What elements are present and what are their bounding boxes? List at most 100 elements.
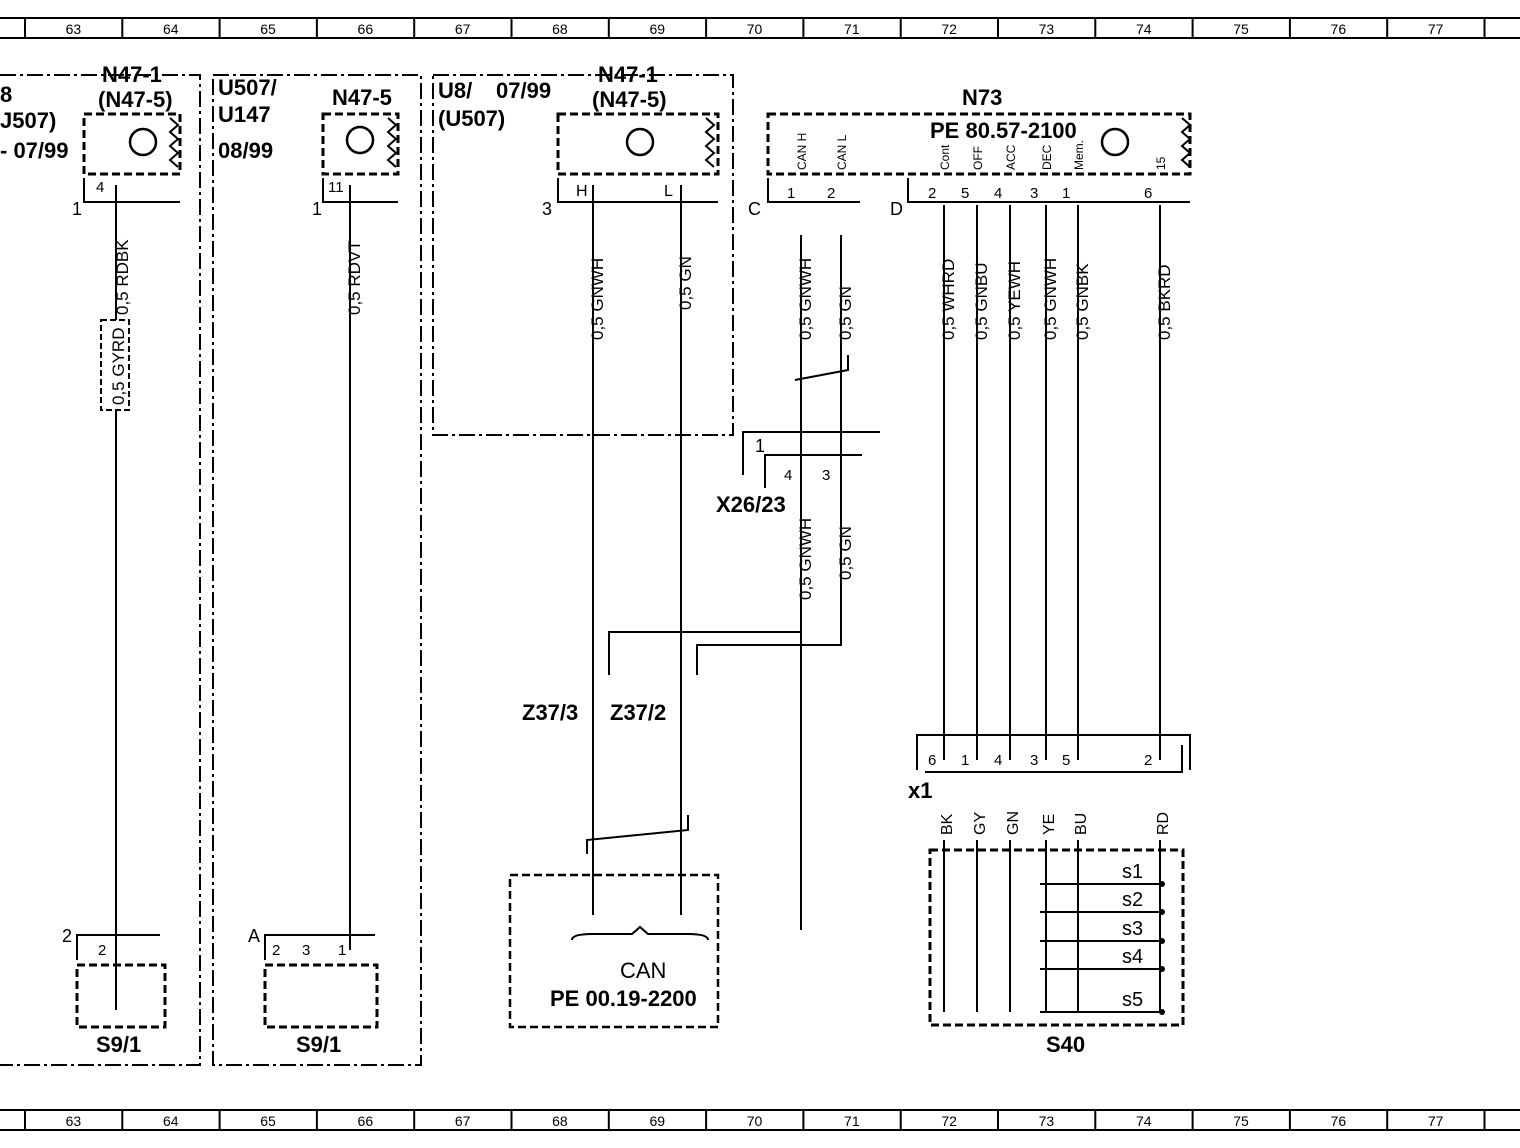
n47-1-title: N47-1 [102, 62, 162, 87]
s9-left-label: S9/1 [96, 1032, 141, 1057]
box-u507-n47-5 [212, 74, 422, 1066]
n73-title: N73 [962, 85, 1002, 110]
conn-c: C [748, 199, 761, 219]
n73-pin-num: 1 [787, 185, 795, 202]
can-title: CAN [620, 958, 666, 983]
s40-label: S40 [1046, 1032, 1085, 1057]
switch-node [1159, 1009, 1165, 1015]
conn-d: D [890, 199, 903, 219]
x1-pin-num: 4 [994, 752, 1002, 769]
switch-node [1159, 966, 1165, 972]
switch-label: s3 [1122, 918, 1143, 940]
n47-5-title: N47-5 [332, 85, 392, 110]
box-left-n47 [0, 74, 201, 1066]
n73-ref: PE 80.57-2100 [930, 118, 1077, 143]
s9-mid-conn: A [248, 926, 260, 946]
x1-label: x1 [908, 778, 932, 803]
grid-col-label: 72 [941, 1113, 957, 1129]
n73-wire-d: 0,5 GNBU [972, 263, 991, 340]
x26-conn: 1 [755, 436, 765, 456]
x1-wire-color: YE [1041, 814, 1058, 835]
grid-col-label: 64 [163, 1113, 179, 1129]
wire-rdvt: 0,5 RDVT [345, 240, 364, 315]
date-label: 08/99 [218, 138, 273, 163]
u507-label: U507/ [218, 75, 277, 100]
switch-node [1159, 881, 1165, 887]
z37-2-label: Z37/2 [610, 700, 666, 725]
n73-pin-num: 1 [1062, 185, 1070, 202]
x1-pin-num: 2 [1144, 752, 1152, 769]
n73-pin-label: 15 [1154, 156, 1168, 170]
cut-label-1: 8 [0, 82, 12, 107]
switch-label: s4 [1122, 946, 1143, 968]
x1-connector [916, 734, 1191, 773]
grid-col-label: 73 [1039, 21, 1055, 37]
n73-pin-label: ACC [1004, 144, 1018, 170]
grid-col-label: 74 [1136, 21, 1152, 37]
n73-pin-label: OFF [971, 146, 985, 170]
x1-wire-color: BU [1073, 813, 1090, 835]
grid-col-label: 69 [649, 1113, 665, 1129]
wire-gyrd: 0,5 GYRD [109, 328, 128, 405]
s9-mid-pin-b: 3 [302, 942, 310, 959]
pin-11: 11 [328, 179, 344, 196]
x1-pin-num: 3 [1030, 752, 1038, 769]
box-can-n47 [432, 74, 734, 915]
n73-wire-c: 0,5 GN [836, 286, 855, 340]
grid-col-label: 63 [66, 21, 82, 37]
s9-mid-label: S9/1 [296, 1032, 341, 1057]
n73-wire-d: 0,5 GNWH [1041, 258, 1060, 340]
cut-label-2: J507) [0, 108, 56, 133]
x1-wire-color: BK [939, 813, 956, 835]
wire-gnwh: 0,5 GNWH [588, 258, 607, 340]
grid-col-label: 77 [1428, 1113, 1444, 1129]
cut-label-3: - 07/99 [0, 138, 69, 163]
n73-pin-num: 4 [994, 185, 1002, 202]
x1-wire-color: RD [1155, 812, 1172, 835]
x26-label: X26/23 [716, 492, 786, 517]
s9-mid-pin-c: 1 [338, 942, 346, 959]
s9-left-conn: 2 [62, 926, 72, 946]
n73-wire-d: 0,5 GNBK [1073, 263, 1092, 340]
switch-node [1159, 909, 1165, 915]
n73-wire-d: 0,5 BKRD [1155, 264, 1174, 340]
grid-col-label: 71 [844, 1113, 860, 1129]
n47-5-title: (N47-5) [98, 87, 173, 112]
x26-connector [608, 235, 880, 930]
grid-col-label: 72 [941, 21, 957, 37]
grid-col-label: 71 [844, 21, 860, 37]
n73-pin-label: DEC [1040, 144, 1054, 170]
x26-pin-3: 3 [822, 467, 830, 484]
grid-col-label: 66 [358, 1113, 374, 1129]
x26-wire-gn: 0,5 GN [836, 526, 855, 580]
n73-pin-label: CAN H [795, 133, 809, 170]
n73-pin-num: 2 [827, 185, 835, 202]
grid-col-label: 75 [1233, 21, 1249, 37]
grid-col-label: 76 [1331, 1113, 1347, 1129]
x26-pin-4: 4 [784, 467, 792, 484]
x1-wire-color: GY [972, 812, 989, 835]
can-ref: PE 00.19-2200 [550, 986, 697, 1011]
n73-pin-label: Cont [938, 144, 952, 170]
x1-pin-num: 1 [961, 752, 969, 769]
grid-col-label: 74 [1136, 1113, 1152, 1129]
grid-col-label: 77 [1428, 21, 1444, 37]
n73-pin-num: 2 [928, 185, 936, 202]
grid-col-label: 67 [455, 21, 471, 37]
n73-wire-c: 0,5 GNWH [796, 258, 815, 340]
n73-pin-num: 3 [1030, 185, 1038, 202]
n47-1-title: N47-1 [598, 62, 658, 87]
conn-1: 1 [72, 199, 82, 219]
grid-col-label: 65 [260, 21, 276, 37]
wire-rdbk: 0,5 RDBK [113, 239, 132, 315]
grid-col-label: 73 [1039, 1113, 1055, 1129]
s9-left-pin: 2 [98, 942, 106, 959]
grid-col-label: 70 [747, 21, 763, 37]
date-label: 07/99 [496, 78, 551, 103]
u8-label: U8/ [438, 78, 472, 103]
